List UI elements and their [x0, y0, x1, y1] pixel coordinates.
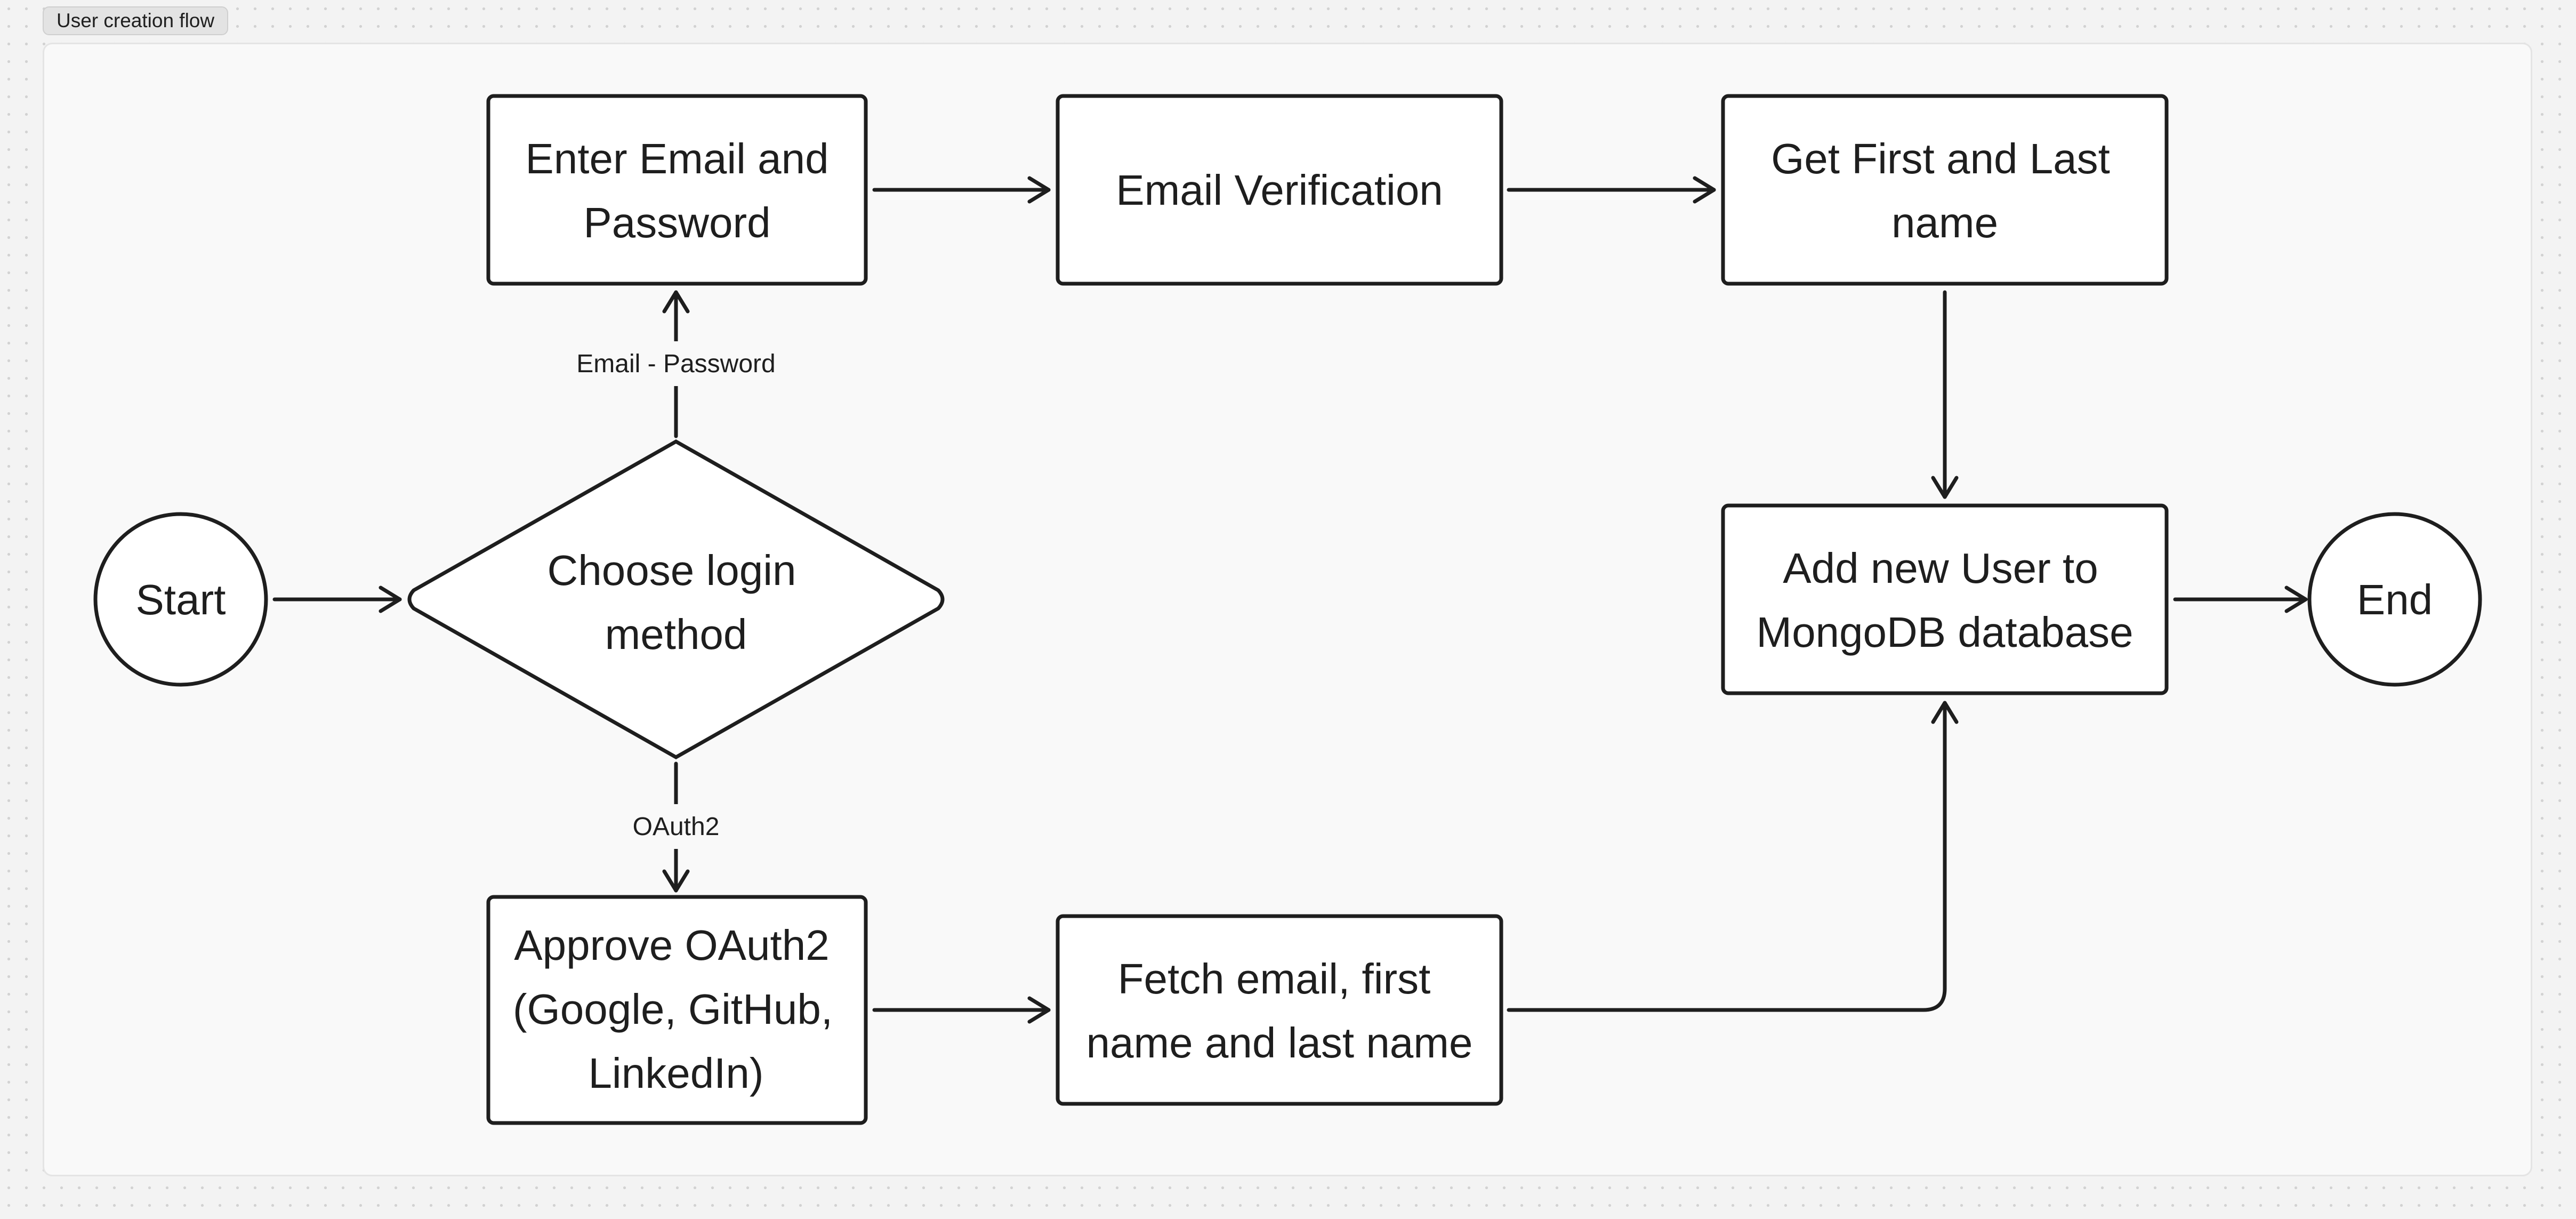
fetch-email-label-line-1: Fetch email, first: [1118, 955, 1431, 1003]
node-choose-login-method[interactable]: Choose login method: [407, 439, 945, 760]
node-get-first-last-name[interactable]: Get First and Last name: [1721, 94, 2169, 286]
approve-oauth-label-line-3: LinkedIn): [588, 1049, 763, 1097]
fetch-email-label-line-2: name and last name: [1086, 1019, 1473, 1066]
edge-label-oauth2-text: OAuth2: [633, 813, 720, 841]
end-circle: [2307, 512, 2482, 687]
node-email-verification[interactable]: Email Verification: [1056, 94, 1503, 286]
start-label: Start: [136, 576, 226, 623]
enter-email-box: [486, 94, 868, 286]
choose-label-line-1: Choose login: [548, 547, 796, 594]
start-circle: [93, 512, 268, 687]
add-user-box: [1721, 503, 2169, 695]
node-fetch-email-name[interactable]: Fetch email, first name and last name: [1056, 914, 1503, 1106]
edge-label-email-password-text: Email - Password: [576, 350, 775, 378]
fetch-email-box: [1056, 914, 1503, 1106]
choose-label-line-2: method: [605, 611, 747, 658]
decision-diamond: [407, 439, 945, 760]
enter-email-label-line-1: Enter Email and: [525, 135, 828, 182]
node-start[interactable]: Start: [93, 512, 268, 687]
email-verification-label: Email Verification: [1116, 166, 1443, 214]
end-label: End: [2357, 576, 2433, 623]
approve-oauth-label-line-2: (Google, GitHub,: [513, 985, 833, 1033]
get-name-label-line-2: name: [1891, 199, 1998, 246]
enter-email-label-line-2: Password: [583, 199, 770, 246]
add-user-label-line-2: MongoDB database: [1756, 608, 2133, 656]
frame-label[interactable]: User creation flow: [43, 6, 229, 35]
node-approve-oauth2[interactable]: Approve OAuth2 (Google, GitHub, LinkedIn…: [486, 895, 868, 1125]
node-add-new-user[interactable]: Add new User to MongoDB database: [1721, 503, 2169, 695]
add-user-label-line-1: Add new User to: [1783, 544, 2098, 592]
node-end[interactable]: End: [2307, 512, 2482, 687]
email-verification-box: [1056, 94, 1503, 286]
edge-label-oauth2: OAuth2: [617, 804, 735, 849]
get-name-label-line-1: Get First and Last: [1771, 135, 2110, 182]
get-name-box: [1721, 94, 2169, 286]
approve-oauth-box: [486, 895, 868, 1125]
approve-oauth-label-line-1: Approve OAuth2: [514, 921, 829, 969]
node-enter-email-password[interactable]: Enter Email and Password: [486, 94, 868, 286]
edge-fetch-to-add-user[interactable]: [1507, 701, 1959, 1012]
edge-label-email-password: Email - Password: [565, 341, 787, 386]
